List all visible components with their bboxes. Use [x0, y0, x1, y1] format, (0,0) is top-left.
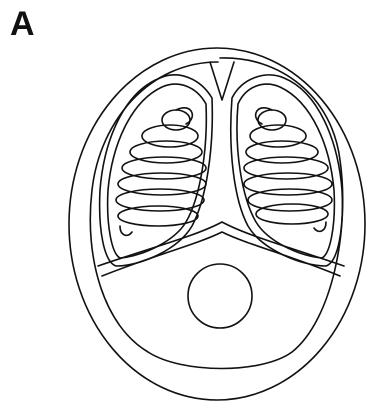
- round-body: [188, 264, 252, 328]
- central-notch: [210, 62, 234, 100]
- left-coil: [116, 108, 206, 236]
- right-coil: [244, 108, 332, 232]
- lower-chamber-boundary: [98, 222, 344, 266]
- left-lobe-chamber: [100, 75, 213, 266]
- left-lobe-chamber-inner: [108, 84, 207, 258]
